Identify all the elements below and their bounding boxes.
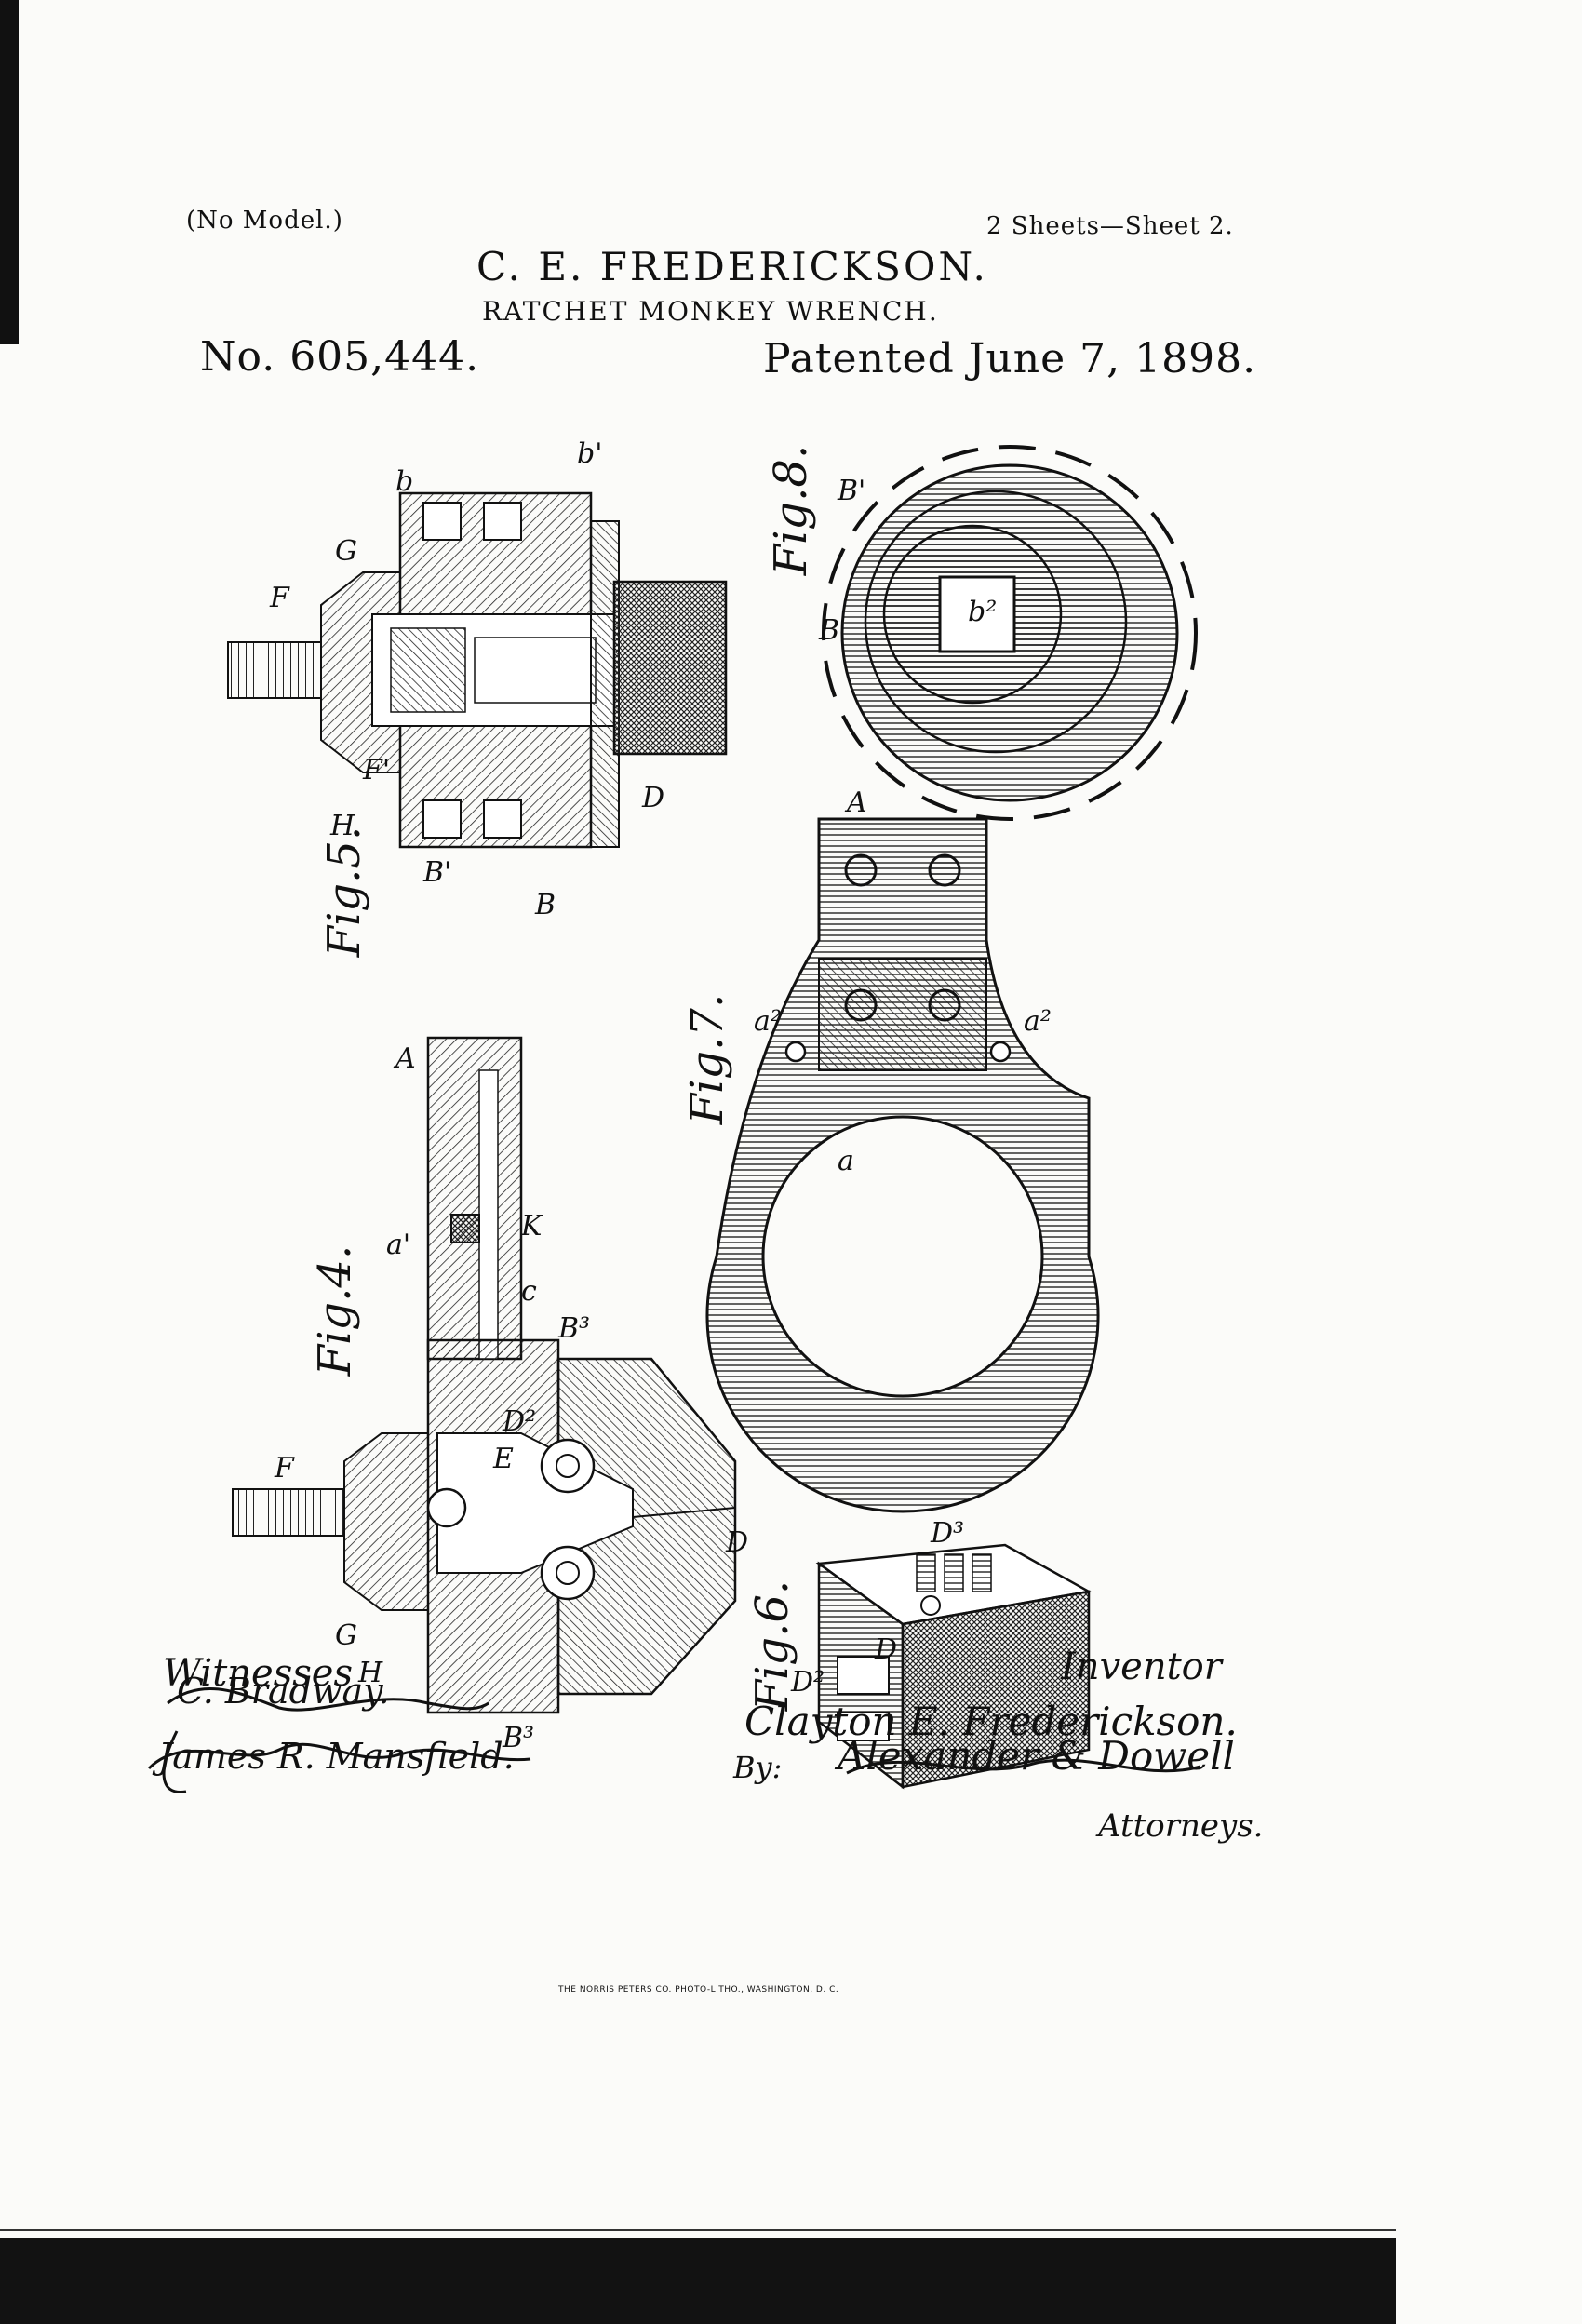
witness-2-name: James R. Mansfield. bbox=[158, 1736, 515, 1777]
figure-8-drawing bbox=[822, 445, 1198, 821]
ref-B1-fig8: B' bbox=[838, 475, 866, 507]
ref-D2-fig6: D² bbox=[791, 1666, 825, 1699]
attorneys-label: Attorneys. bbox=[1098, 1807, 1264, 1845]
bottom-scan-band bbox=[0, 2238, 1396, 2324]
invention-title: RATCHET MONKEY WRENCH. bbox=[482, 296, 939, 327]
ref-A-fig4: A bbox=[396, 1042, 416, 1075]
ref-a1: a' bbox=[386, 1229, 411, 1261]
ref-B3-fig4: B³ bbox=[503, 1722, 535, 1754]
figure-6-drawing bbox=[815, 1543, 1093, 1790]
figure-7-drawing bbox=[705, 817, 1100, 1513]
inventor-heading: C. E. FREDERICKSON. bbox=[476, 244, 988, 289]
ref-B: B bbox=[535, 889, 556, 921]
fig-7-caption: Fig.7. bbox=[681, 993, 734, 1125]
ref-K: K bbox=[521, 1210, 543, 1243]
ref-E: E bbox=[493, 1443, 514, 1475]
ref-A: A bbox=[847, 786, 867, 819]
ref-D2: D² bbox=[503, 1405, 537, 1438]
patent-date: Patented June 7, 1898. bbox=[763, 335, 1257, 383]
ref-B3: B³ bbox=[558, 1312, 591, 1345]
witness-1-signature-mark bbox=[167, 1687, 489, 1712]
no-model-note: (No Model.) bbox=[186, 207, 343, 235]
ref-b-a: b bbox=[396, 465, 414, 498]
ref-D-fig6: D bbox=[875, 1633, 898, 1666]
ref-b1: b' bbox=[577, 437, 603, 470]
ref-H-fig4: H bbox=[358, 1657, 383, 1689]
patent-number: No. 605,444. bbox=[200, 333, 480, 381]
ref-H: H bbox=[330, 810, 355, 842]
ref-c: c bbox=[521, 1275, 537, 1308]
ref-G: G bbox=[335, 535, 357, 568]
sheet-count: 2 Sheets—Sheet 2. bbox=[986, 212, 1234, 240]
by-label: By: bbox=[733, 1750, 783, 1785]
ref-a: a bbox=[838, 1145, 854, 1177]
ref-D3: D³ bbox=[931, 1517, 965, 1550]
inventor-signature: Clayton E. Frederickson. bbox=[744, 1699, 1238, 1744]
ref-D: D bbox=[642, 782, 665, 814]
ref-B-fig8: B bbox=[819, 614, 840, 647]
witness-1-name: C. Bradway. bbox=[177, 1671, 390, 1712]
ref-b2: b² bbox=[968, 596, 998, 628]
lithographer-imprint: THE NORRIS PETERS CO. PHOTO-LITHO., WASH… bbox=[558, 1985, 839, 1995]
ref-F: F bbox=[270, 582, 289, 614]
ref-F1: F' bbox=[363, 754, 391, 786]
fig-4-caption: Fig.4. bbox=[309, 1244, 362, 1377]
inventor-label: Inventor bbox=[1061, 1646, 1222, 1688]
witnesses-label: Witnesses bbox=[163, 1652, 353, 1695]
ref-a2-right: a² bbox=[1024, 1005, 1052, 1038]
left-scan-edge bbox=[0, 0, 19, 344]
fig-5-caption: Fig.5. bbox=[318, 826, 371, 958]
ref-a2-left: a² bbox=[754, 1005, 782, 1038]
figure-4-drawing bbox=[232, 1036, 737, 1714]
witness-2-signature-mark bbox=[147, 1730, 531, 1794]
ref-F-fig4: F bbox=[275, 1452, 294, 1484]
figure-5-drawing bbox=[227, 491, 728, 849]
fig-8-caption: Fig.8. bbox=[765, 444, 818, 576]
attorney-signature: Alexander & Dowell bbox=[838, 1733, 1235, 1779]
ref-D-fig4: D bbox=[726, 1526, 749, 1559]
attorney-signature-mark bbox=[846, 1758, 1201, 1775]
ref-G-fig4: G bbox=[335, 1619, 357, 1652]
ref-B1: B' bbox=[423, 856, 452, 889]
